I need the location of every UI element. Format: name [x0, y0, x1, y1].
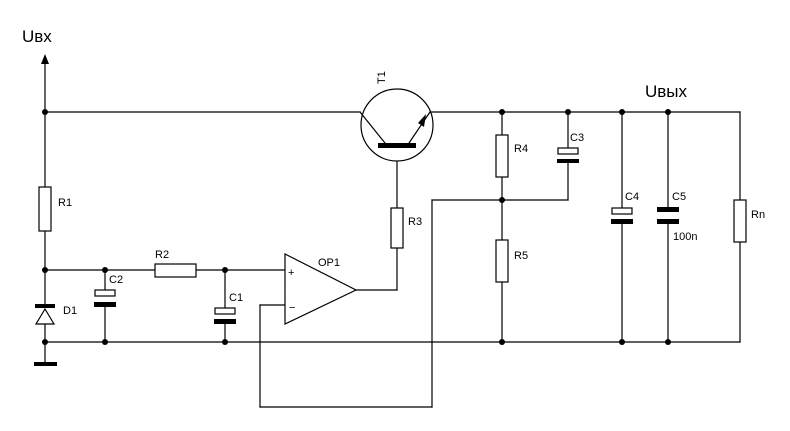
- label-u-out: Uвых: [645, 82, 688, 101]
- resistor-rn: [733, 199, 747, 243]
- resistor-r2: [154, 263, 197, 278]
- label-rn: Rn: [751, 209, 765, 221]
- capacitor-c4: [611, 207, 633, 224]
- resistor-r5: [495, 239, 509, 283]
- resistor-r4: [495, 134, 509, 178]
- label-c3: C3: [570, 132, 584, 144]
- opamp-op1: [284, 253, 358, 325]
- resistor-r3: [390, 207, 404, 249]
- transistor-t1: [359, 88, 434, 162]
- label-r1: R1: [58, 197, 72, 209]
- label-r5: R5: [514, 250, 528, 262]
- ground-symbol: [34, 362, 57, 366]
- label-op-plus: +: [288, 267, 294, 279]
- label-r4: R4: [514, 143, 528, 155]
- emitter-arrow-icon: [418, 114, 426, 127]
- capacitor-c5: [657, 207, 679, 224]
- capacitor-c3: [557, 147, 579, 163]
- capacitor-c2: [94, 289, 116, 307]
- input-arrow-icon: [41, 54, 49, 64]
- capacitor-c1: [214, 307, 236, 324]
- label-c5: C5: [672, 191, 686, 203]
- zener-diode-d1: [34, 304, 56, 325]
- label-c5-value: 100n: [673, 231, 697, 243]
- label-c1: C1: [229, 292, 243, 304]
- label-r3: R3: [408, 216, 422, 228]
- label-r2: R2: [155, 249, 169, 261]
- label-c4: C4: [625, 191, 639, 203]
- junction-dots: [42, 109, 671, 345]
- resistor-r1: [38, 186, 52, 232]
- label-t1: T1: [376, 71, 388, 84]
- label-c2: C2: [109, 274, 123, 286]
- label-op-minus: −: [289, 302, 295, 314]
- label-u-in: Uвх: [22, 27, 52, 46]
- label-op1: OP1: [318, 257, 340, 269]
- wires: [41, 54, 741, 408]
- label-d1: D1: [63, 305, 77, 317]
